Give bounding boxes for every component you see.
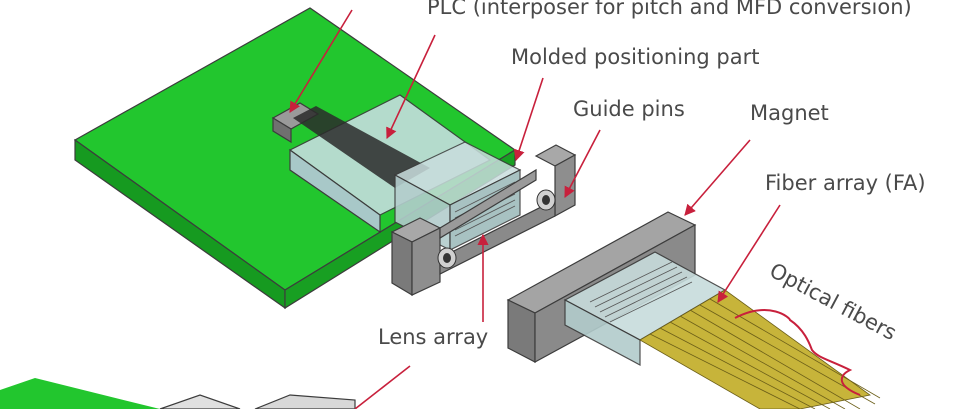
lower-board-fragment	[0, 378, 356, 409]
arrow-plc	[386, 34, 436, 140]
label-magnet: Magnet	[750, 101, 829, 125]
arrow-magnet	[684, 139, 751, 216]
label-molded-part: Molded positioning part	[511, 45, 759, 69]
arrow-fiber-array	[717, 204, 781, 303]
label-optical-fibers: Optical fibers	[766, 258, 901, 345]
arrow-molded-part	[513, 77, 544, 162]
label-fiber-array: Fiber array (FA)	[765, 171, 926, 195]
plc-interposer	[271, 94, 492, 234]
optical-fiber-ribbon	[639, 289, 881, 409]
arrow-guide-pins	[564, 129, 601, 198]
arrow-bottom	[354, 365, 411, 409]
optical-fibers-brace	[734, 309, 861, 396]
label-plc: PLC (interposer for pitch and MFD conver…	[427, 0, 912, 19]
board-connector-frame	[390, 144, 577, 297]
callout-arrows	[289, 9, 781, 409]
waveguide-bundle	[293, 106, 430, 188]
arrow-top	[289, 9, 353, 113]
label-lens-array: Lens array	[378, 325, 488, 349]
guide-pins	[437, 189, 556, 269]
label-guide-pins: Guide pins	[573, 97, 685, 121]
